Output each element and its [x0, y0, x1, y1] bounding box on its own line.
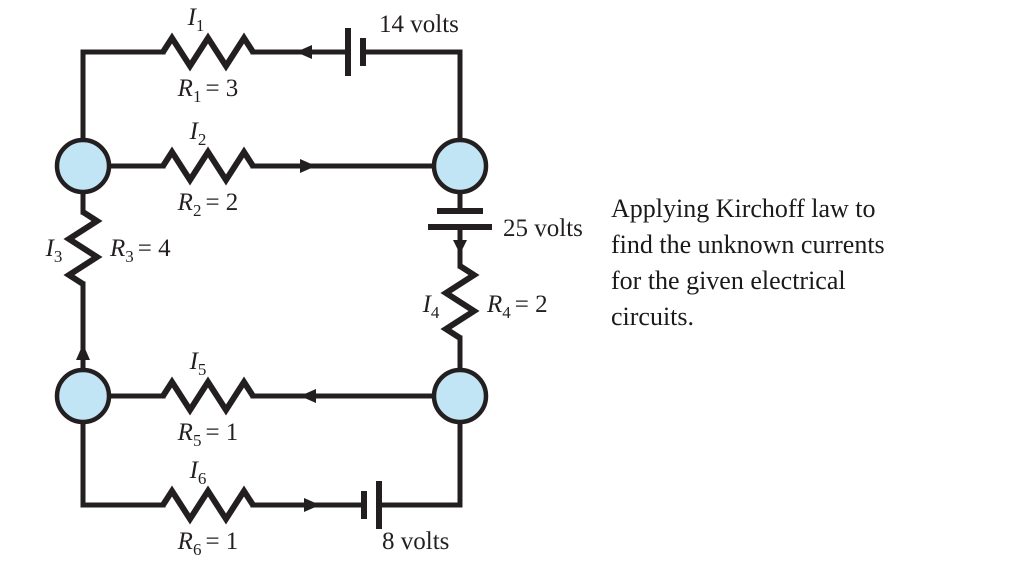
- caption-line-3: for the given electrical: [611, 266, 846, 295]
- junction-node-top-left: [54, 137, 112, 195]
- junction-node-bottom-left: [54, 367, 112, 425]
- branch-2-current-arrow: [300, 159, 316, 173]
- resistor-r5-symbol: [160, 376, 256, 416]
- branch-1-group: I1 R1= 3 14 volts: [80, 4, 463, 155]
- branch-6-resistor-label: R6= 1: [177, 528, 239, 559]
- resistor-r3-symbol: [63, 209, 103, 287]
- branch-3-current-label: I3: [45, 235, 63, 266]
- branch-1-right-rail: [360, 49, 463, 155]
- branch-4-current-arrow: [453, 240, 467, 254]
- resistor-r1-symbol: [160, 32, 256, 72]
- branch-3-current-arrow: [76, 344, 90, 360]
- resistor-r4-symbol: [440, 263, 480, 341]
- branch-4-current-label: I4: [422, 291, 440, 322]
- battery-14v-label: 14 volts: [379, 11, 459, 38]
- branch-2-current-label: I2: [189, 118, 207, 149]
- branch-6-right-rail: [376, 407, 463, 508]
- branch-1-current-arrow: [296, 45, 312, 59]
- caption-line-4: circuits.: [611, 302, 695, 331]
- branch-1-current-label: I1: [187, 4, 205, 35]
- resistor-r6-symbol: [160, 485, 256, 525]
- branch-5-current-label: I5: [189, 348, 207, 379]
- battery-25v-label: 25 volts: [503, 215, 583, 242]
- resistor-r2-symbol: [160, 146, 256, 186]
- branch-5-group: I5 R5= 1: [102, 348, 441, 450]
- junction-node-top-right: [431, 137, 489, 195]
- caption-line-1: Applying Kirchoff law to: [611, 194, 876, 223]
- branch-6-current-label: I6: [189, 457, 207, 488]
- junction-node-bottom-right: [431, 367, 489, 425]
- caption-line-2: find the unknown currents: [611, 230, 885, 259]
- branch-3-group: I3 R3= 4: [45, 177, 171, 385]
- branch-2-resistor-label: R2= 2: [177, 189, 239, 220]
- branch-2-group: I2 R2= 2: [102, 118, 441, 220]
- branch-6-current-arrow: [304, 498, 320, 512]
- branch-1-resistor-label: R1= 3: [177, 75, 239, 106]
- branch-5-current-arrow: [300, 389, 316, 403]
- branch-6-group: I6 R6= 1 8 volts: [80, 407, 463, 559]
- caption-block: Applying Kirchoff law to find the unknow…: [611, 191, 981, 335]
- branch-4-group: 25 volts I4 R4= 2: [422, 177, 583, 385]
- branch-5-resistor-label: R5= 1: [177, 419, 239, 450]
- branch-6-left-rail: [80, 407, 166, 508]
- branch-3-resistor-label: R3= 4: [109, 235, 171, 266]
- battery-8v-label: 8 volts: [382, 528, 449, 555]
- branch-4-resistor-label: R4= 2: [486, 291, 548, 322]
